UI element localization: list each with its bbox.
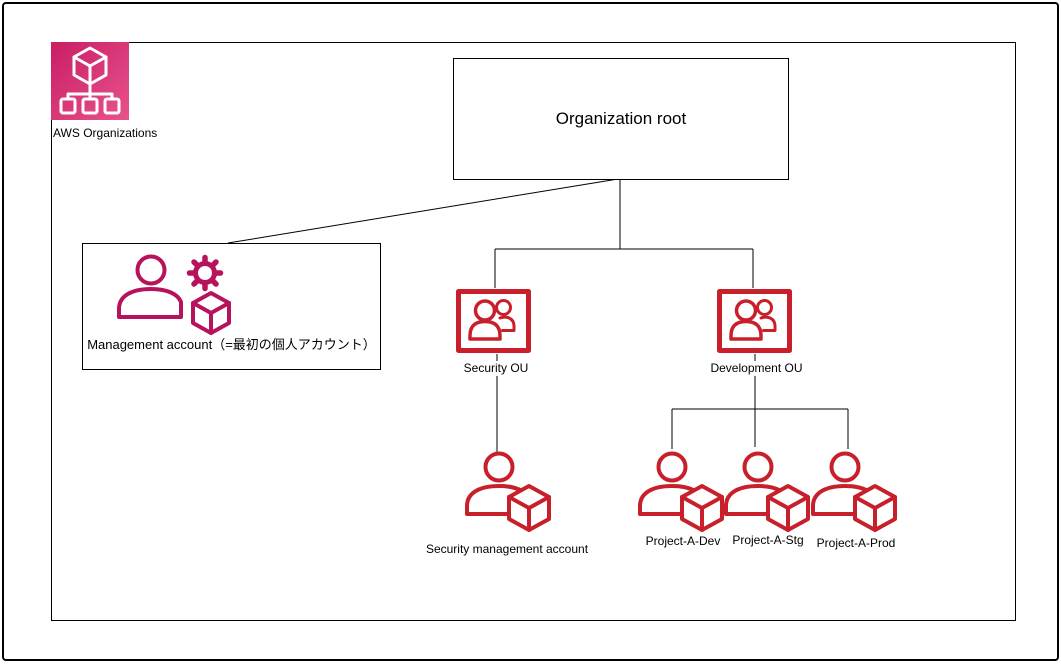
gear-glyph <box>186 254 224 292</box>
organization-root-node: Organization root <box>453 58 789 180</box>
project-a-stg-account-label: Project-A-Stg <box>732 533 804 547</box>
project-a-dev-account-label: Project-A-Dev <box>645 534 721 548</box>
aws-organizations-frame <box>51 42 1016 621</box>
project-a-prod-account-label: Project-A-Prod <box>816 536 896 550</box>
management-account-icon <box>117 254 231 335</box>
security-management-account-icon <box>465 451 551 532</box>
development-ou-label: Development OU <box>694 361 819 376</box>
aws-organizations-badge <box>51 42 129 120</box>
aws-organizations-label: AWS Organizations <box>53 126 158 140</box>
security-management-account-label: Security management account <box>425 542 589 556</box>
development-ou-icon <box>717 289 792 353</box>
project-a-prod-account-icon <box>811 451 897 532</box>
project-a-stg-account-icon <box>724 451 810 532</box>
management-account-label: Management account（=最初の個人アカウント） <box>87 337 376 352</box>
project-a-dev-account-icon <box>638 451 724 532</box>
organization-root-label: Organization root <box>555 109 687 128</box>
management-account-node: Management account（=最初の個人アカウント） <box>82 243 381 370</box>
security-ou-icon <box>456 289 531 353</box>
aws-organizations-icon <box>59 46 121 115</box>
security-ou-label: Security OU <box>434 361 558 376</box>
